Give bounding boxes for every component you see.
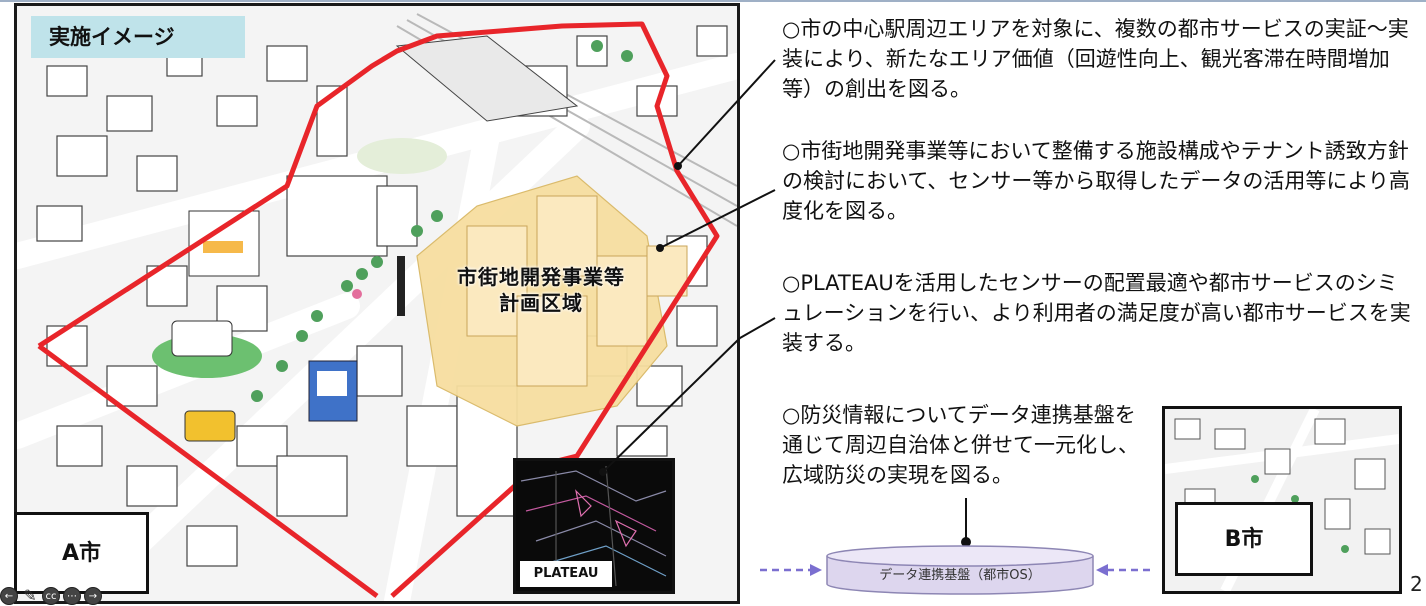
illustration-title: 実施イメージ [31, 16, 245, 58]
bullet-facility-planning: ○市街地開発事業等において整備する施設構成やテナント誘致方針の検討において、セン… [782, 139, 1410, 223]
development-area-label-line1: 市街地開発事業等 [457, 265, 625, 289]
city-a-label: A市 [14, 512, 149, 594]
next-icon[interactable]: → [84, 587, 102, 605]
development-area-label: 市街地開発事業等 計画区域 [457, 264, 625, 316]
development-area-label-line2: 計画区域 [499, 291, 583, 315]
plateau-inset: PLATEAU [513, 458, 675, 594]
bullet-plateau-simulation: ○PLATEAUを活用したセンサーの配置最適や都市サービスのシミュレーションを行… [782, 271, 1411, 355]
plateau-label: PLATEAU [520, 561, 612, 587]
bullet-disaster-prevention: ○防災情報についてデータ連携基盤を通じて周辺自治体と併せて一元化し、広域防災の実… [782, 403, 1139, 487]
city-b-label: B市 [1175, 502, 1313, 576]
cc-icon[interactable]: cc [42, 587, 60, 605]
pen-icon[interactable]: ✎ [23, 586, 37, 605]
implementation-illustration: 実施イメージ 市街地開発事業等 計画区域 [14, 3, 740, 604]
bullet-area-value: ○市の中心駅周辺エリアを対象に、複数の都市サービスの実証～実装により、新たなエリ… [782, 17, 1409, 101]
top-rule [0, 0, 1426, 2]
more-icon[interactable]: ⋯ [63, 587, 81, 605]
page-number: 2 [1410, 572, 1423, 596]
data-platform-cylinder [826, 545, 1094, 595]
data-platform-label: データ連携基盤（都市OS） [879, 568, 1041, 583]
slide-player-controls: ← ✎ cc ⋯ → [0, 586, 102, 606]
prev-icon[interactable]: ← [0, 587, 18, 605]
